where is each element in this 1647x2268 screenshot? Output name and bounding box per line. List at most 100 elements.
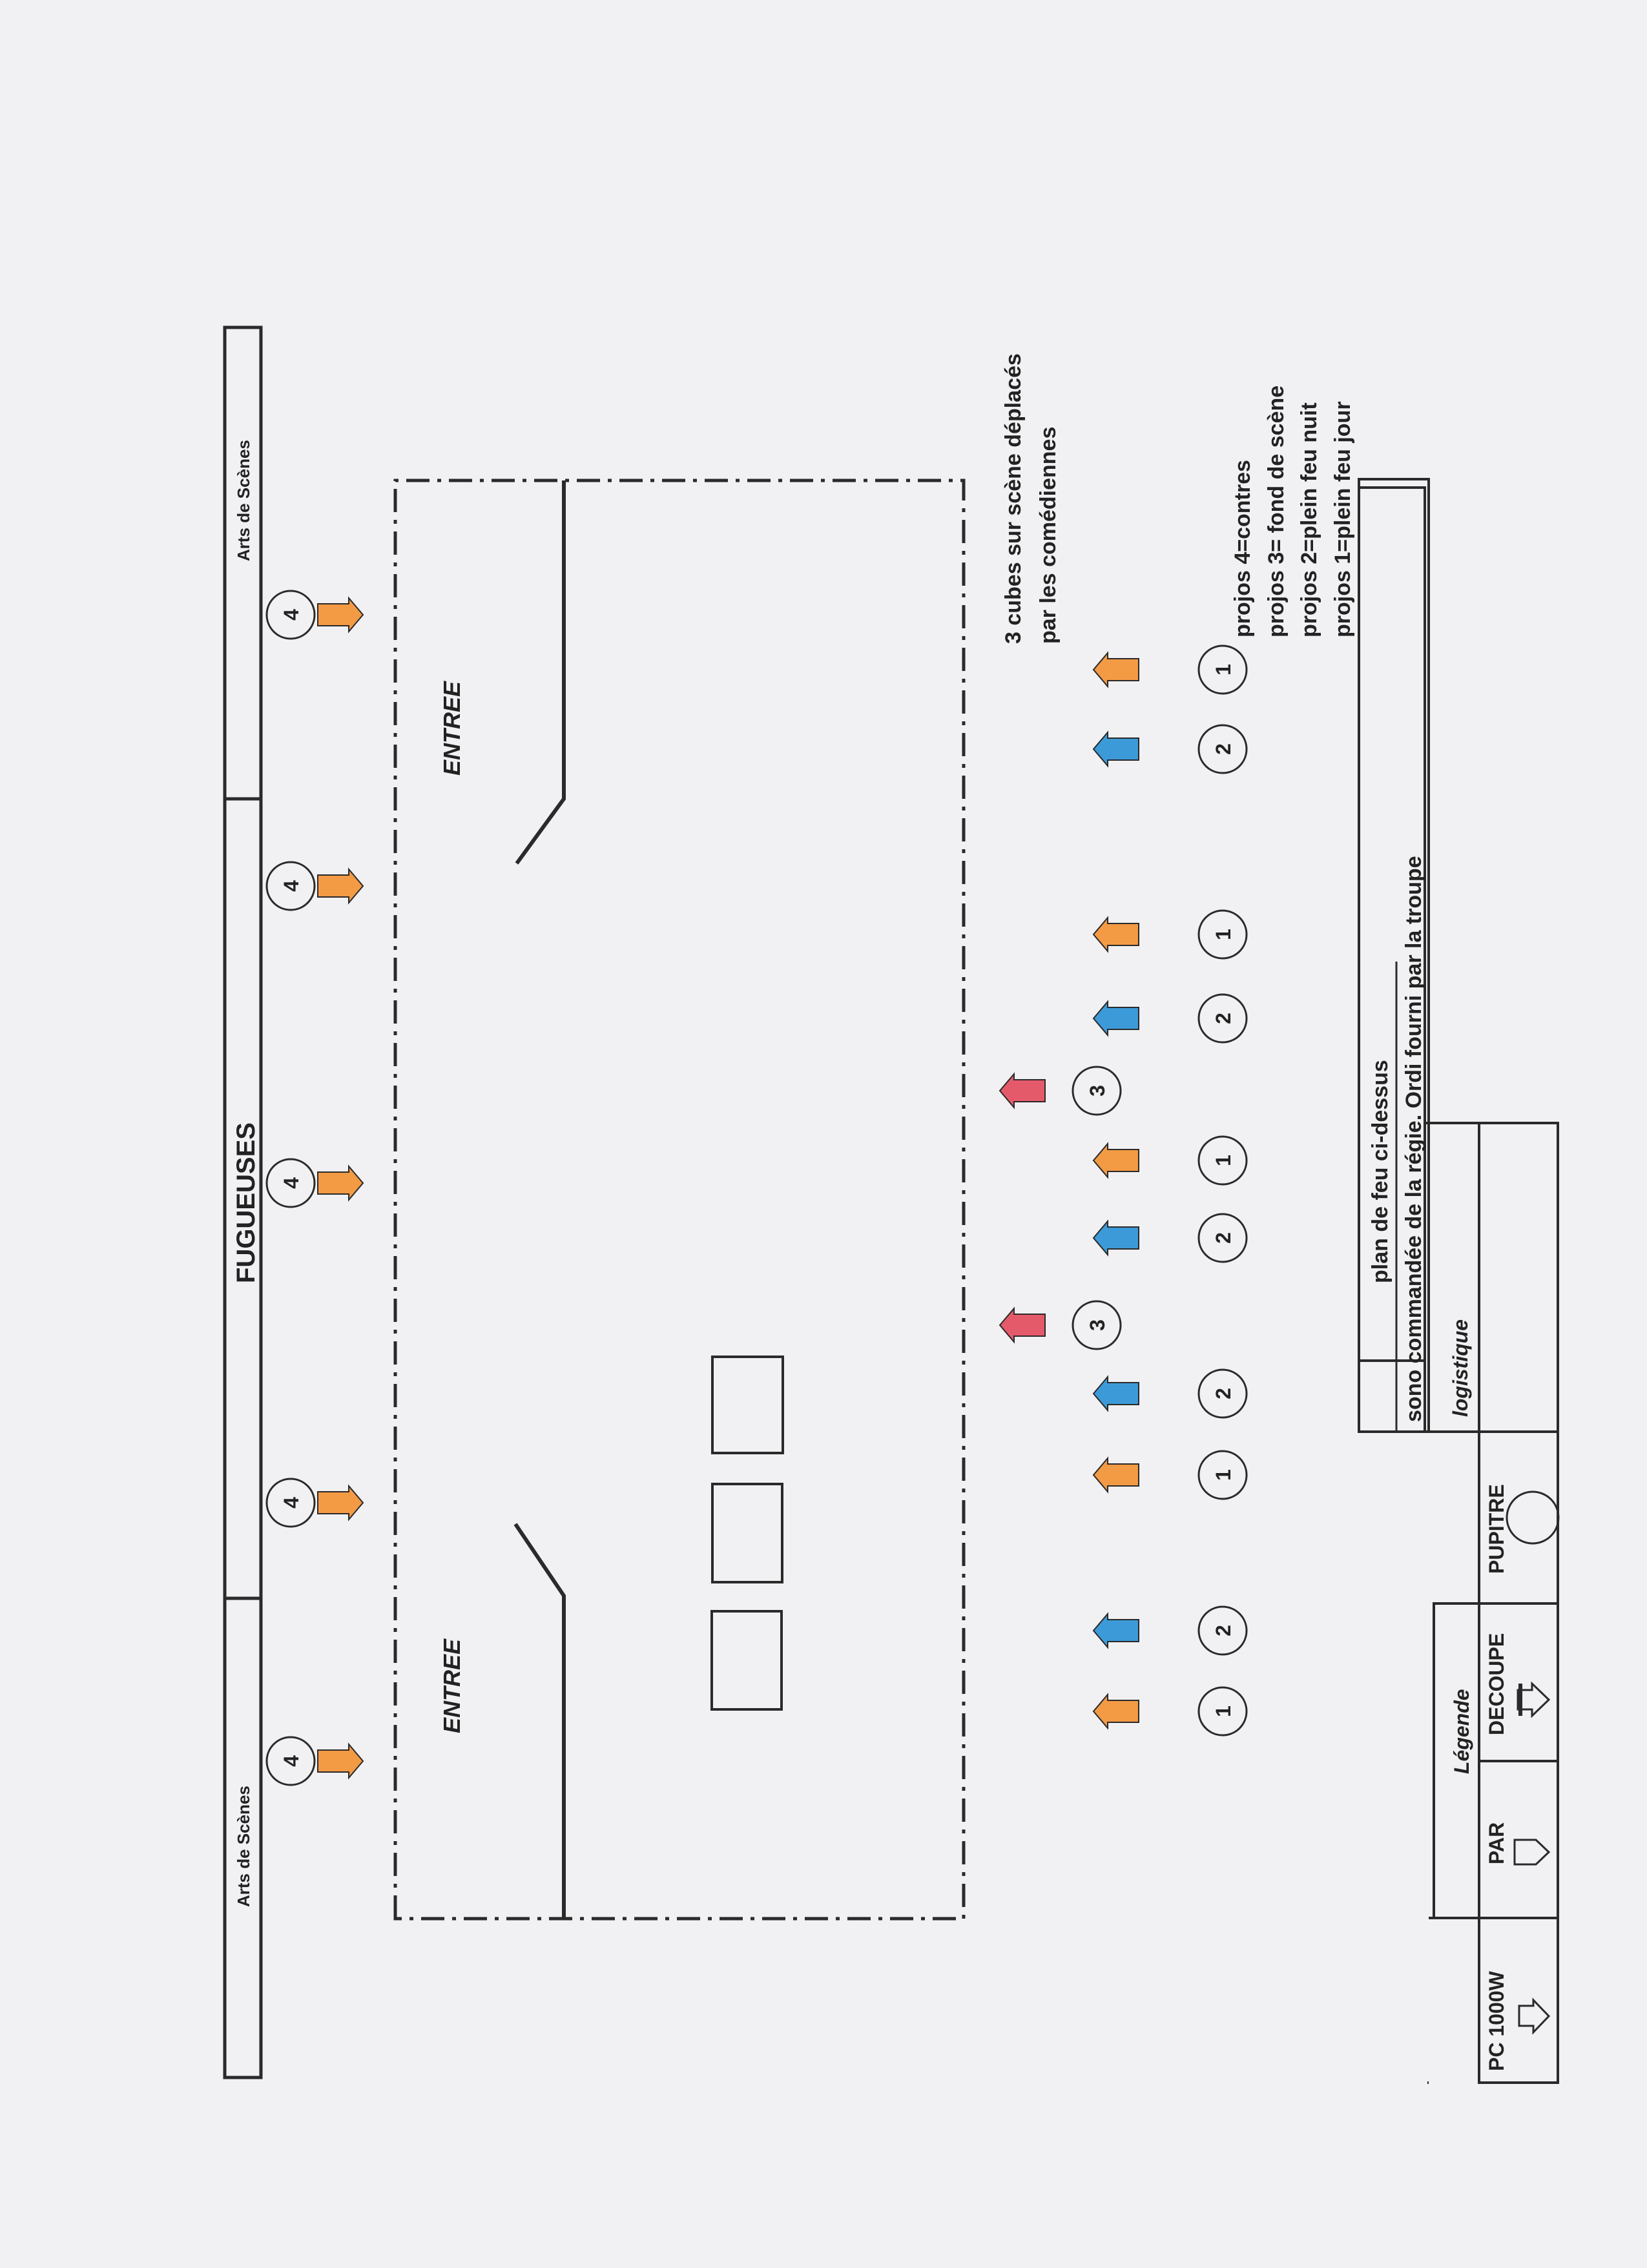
projector-number: 4 bbox=[280, 1177, 303, 1189]
projector-arrow bbox=[1092, 1456, 1139, 1494]
projector-15: 1 bbox=[1092, 909, 1248, 960]
projector-circle bbox=[1197, 1686, 1248, 1737]
projector-arrow bbox=[317, 1484, 364, 1521]
projector-5: 4 bbox=[265, 590, 364, 640]
logistics-label: logistique bbox=[1449, 1319, 1472, 1417]
projector-17: 1 bbox=[1092, 644, 1248, 695]
projector-number: 1 bbox=[1212, 1706, 1235, 1717]
projector-9: 2 bbox=[1092, 1368, 1248, 1419]
projector-arrow bbox=[1092, 1693, 1139, 1730]
projector-number: 2 bbox=[1212, 1388, 1235, 1399]
projector-number: 4 bbox=[280, 880, 303, 892]
projector-number: 4 bbox=[280, 1497, 303, 1509]
projector-number: 4 bbox=[280, 1755, 303, 1767]
legend-frame bbox=[1358, 486, 1559, 2084]
projector-number: 1 bbox=[1212, 664, 1235, 675]
projector-key-line-4: projos 4=contres bbox=[1230, 460, 1255, 637]
projector-14: 2 bbox=[1092, 993, 1248, 1044]
projector-3: 4 bbox=[265, 1158, 364, 1208]
projector-key-line-2: projos 2=plein feu nuit bbox=[1297, 402, 1321, 637]
projector-circle bbox=[265, 861, 316, 911]
cubes-note-line-2: par les comédiennes bbox=[1036, 427, 1061, 644]
projector-circle bbox=[265, 1478, 316, 1528]
entrance-flats bbox=[513, 480, 566, 1919]
pc1000w-icon bbox=[1518, 1997, 1551, 2035]
projector-number: 4 bbox=[280, 609, 303, 621]
legend-table bbox=[1427, 1917, 1479, 2084]
legend-title: Légende bbox=[1450, 1689, 1473, 1774]
projectors: 4 4 4 4 4 1 2 1 2 3 2 1 3 2 1 2 1 bbox=[265, 590, 1248, 1786]
projector-number: 2 bbox=[1212, 1625, 1235, 1636]
projector-arrow bbox=[317, 596, 364, 634]
projector-key-line-1: projos 1=plein feu jour bbox=[1331, 401, 1355, 637]
projector-number: 2 bbox=[1212, 1013, 1235, 1024]
projector-arrow bbox=[317, 1164, 364, 1202]
projector-circle bbox=[265, 1158, 316, 1208]
projector-arrow bbox=[1092, 1612, 1139, 1649]
projector-circle bbox=[1072, 1066, 1122, 1116]
page-title: FUGUEUSES bbox=[232, 1122, 260, 1283]
projector-8: 1 bbox=[1092, 1450, 1248, 1500]
projector-2: 4 bbox=[265, 1478, 364, 1528]
cube bbox=[711, 1483, 783, 1583]
projector-number: 1 bbox=[1212, 1155, 1235, 1166]
projector-number: 1 bbox=[1212, 929, 1235, 940]
projector-16: 2 bbox=[1092, 724, 1248, 774]
projector-1: 4 bbox=[265, 1736, 364, 1786]
projector-10: 3 bbox=[999, 1300, 1122, 1350]
logistics-line-1: plan de feu ci-dessus bbox=[1368, 1060, 1393, 1283]
projector-circle bbox=[1197, 644, 1248, 695]
logistics-line-2: sono commandée de la régie. Ordi fourni … bbox=[1402, 856, 1426, 1422]
projector-4: 4 bbox=[265, 861, 364, 911]
legend-decoupe: DECOUPE bbox=[1485, 1633, 1508, 1735]
projector-circle bbox=[1072, 1300, 1122, 1350]
pupitre-icon bbox=[1506, 1490, 1560, 1545]
projector-arrow bbox=[317, 867, 364, 905]
projector-6: 1 bbox=[1092, 1686, 1248, 1737]
projector-key-line-3: projos 3= fond de scène bbox=[1264, 386, 1289, 637]
cube bbox=[711, 1356, 784, 1454]
legend-pc1000w: PC 1000W bbox=[1485, 1970, 1508, 2071]
projector-circle bbox=[265, 590, 316, 640]
cubes-note-line-1: 3 cubes sur scène déplacés bbox=[1001, 353, 1026, 644]
truss bbox=[223, 325, 263, 2079]
projector-circle bbox=[1197, 1605, 1248, 1656]
projector-arrow bbox=[1092, 1219, 1139, 1257]
entrance-label-left: ENTREE bbox=[439, 1638, 465, 1733]
projector-circle bbox=[265, 1736, 316, 1786]
projector-arrow bbox=[999, 1306, 1046, 1344]
logistics-box bbox=[1358, 478, 1430, 1433]
cubes bbox=[710, 1356, 784, 1711]
projector-13: 3 bbox=[999, 1066, 1122, 1116]
truss-label-right: Arts de Scènes bbox=[234, 440, 253, 561]
projector-arrow bbox=[999, 1072, 1046, 1109]
projector-number: 1 bbox=[1212, 1469, 1235, 1481]
projector-arrow bbox=[1092, 651, 1139, 688]
projector-arrow bbox=[1092, 1375, 1139, 1412]
truss-label-left: Arts de Scènes bbox=[234, 1786, 253, 1907]
projector-7: 2 bbox=[1092, 1605, 1248, 1656]
projector-circle bbox=[1197, 1135, 1248, 1186]
legend-pupitre: PUPITRE bbox=[1485, 1484, 1508, 1574]
projector-arrow bbox=[1092, 916, 1139, 953]
projector-12: 1 bbox=[1092, 1135, 1248, 1186]
projector-number: 3 bbox=[1086, 1085, 1109, 1097]
projector-arrow bbox=[1092, 1000, 1139, 1037]
projector-circle bbox=[1197, 1450, 1248, 1500]
projector-arrow bbox=[317, 1742, 364, 1780]
legend-par: PAR bbox=[1485, 1822, 1508, 1864]
projector-arrow bbox=[1092, 1142, 1139, 1179]
par-icon bbox=[1513, 1839, 1551, 1866]
cube bbox=[710, 1610, 783, 1711]
projector-circle bbox=[1197, 1368, 1248, 1419]
projector-arrow bbox=[1092, 730, 1139, 768]
stage-outline bbox=[393, 479, 966, 1921]
projector-number: 3 bbox=[1086, 1319, 1109, 1331]
projector-circle bbox=[1197, 1213, 1248, 1263]
entrance-label-right: ENTREE bbox=[439, 681, 465, 776]
projector-number: 2 bbox=[1212, 1232, 1235, 1244]
projector-circle bbox=[1197, 909, 1248, 960]
projector-number: 2 bbox=[1212, 743, 1235, 755]
projector-circle bbox=[1197, 724, 1248, 774]
